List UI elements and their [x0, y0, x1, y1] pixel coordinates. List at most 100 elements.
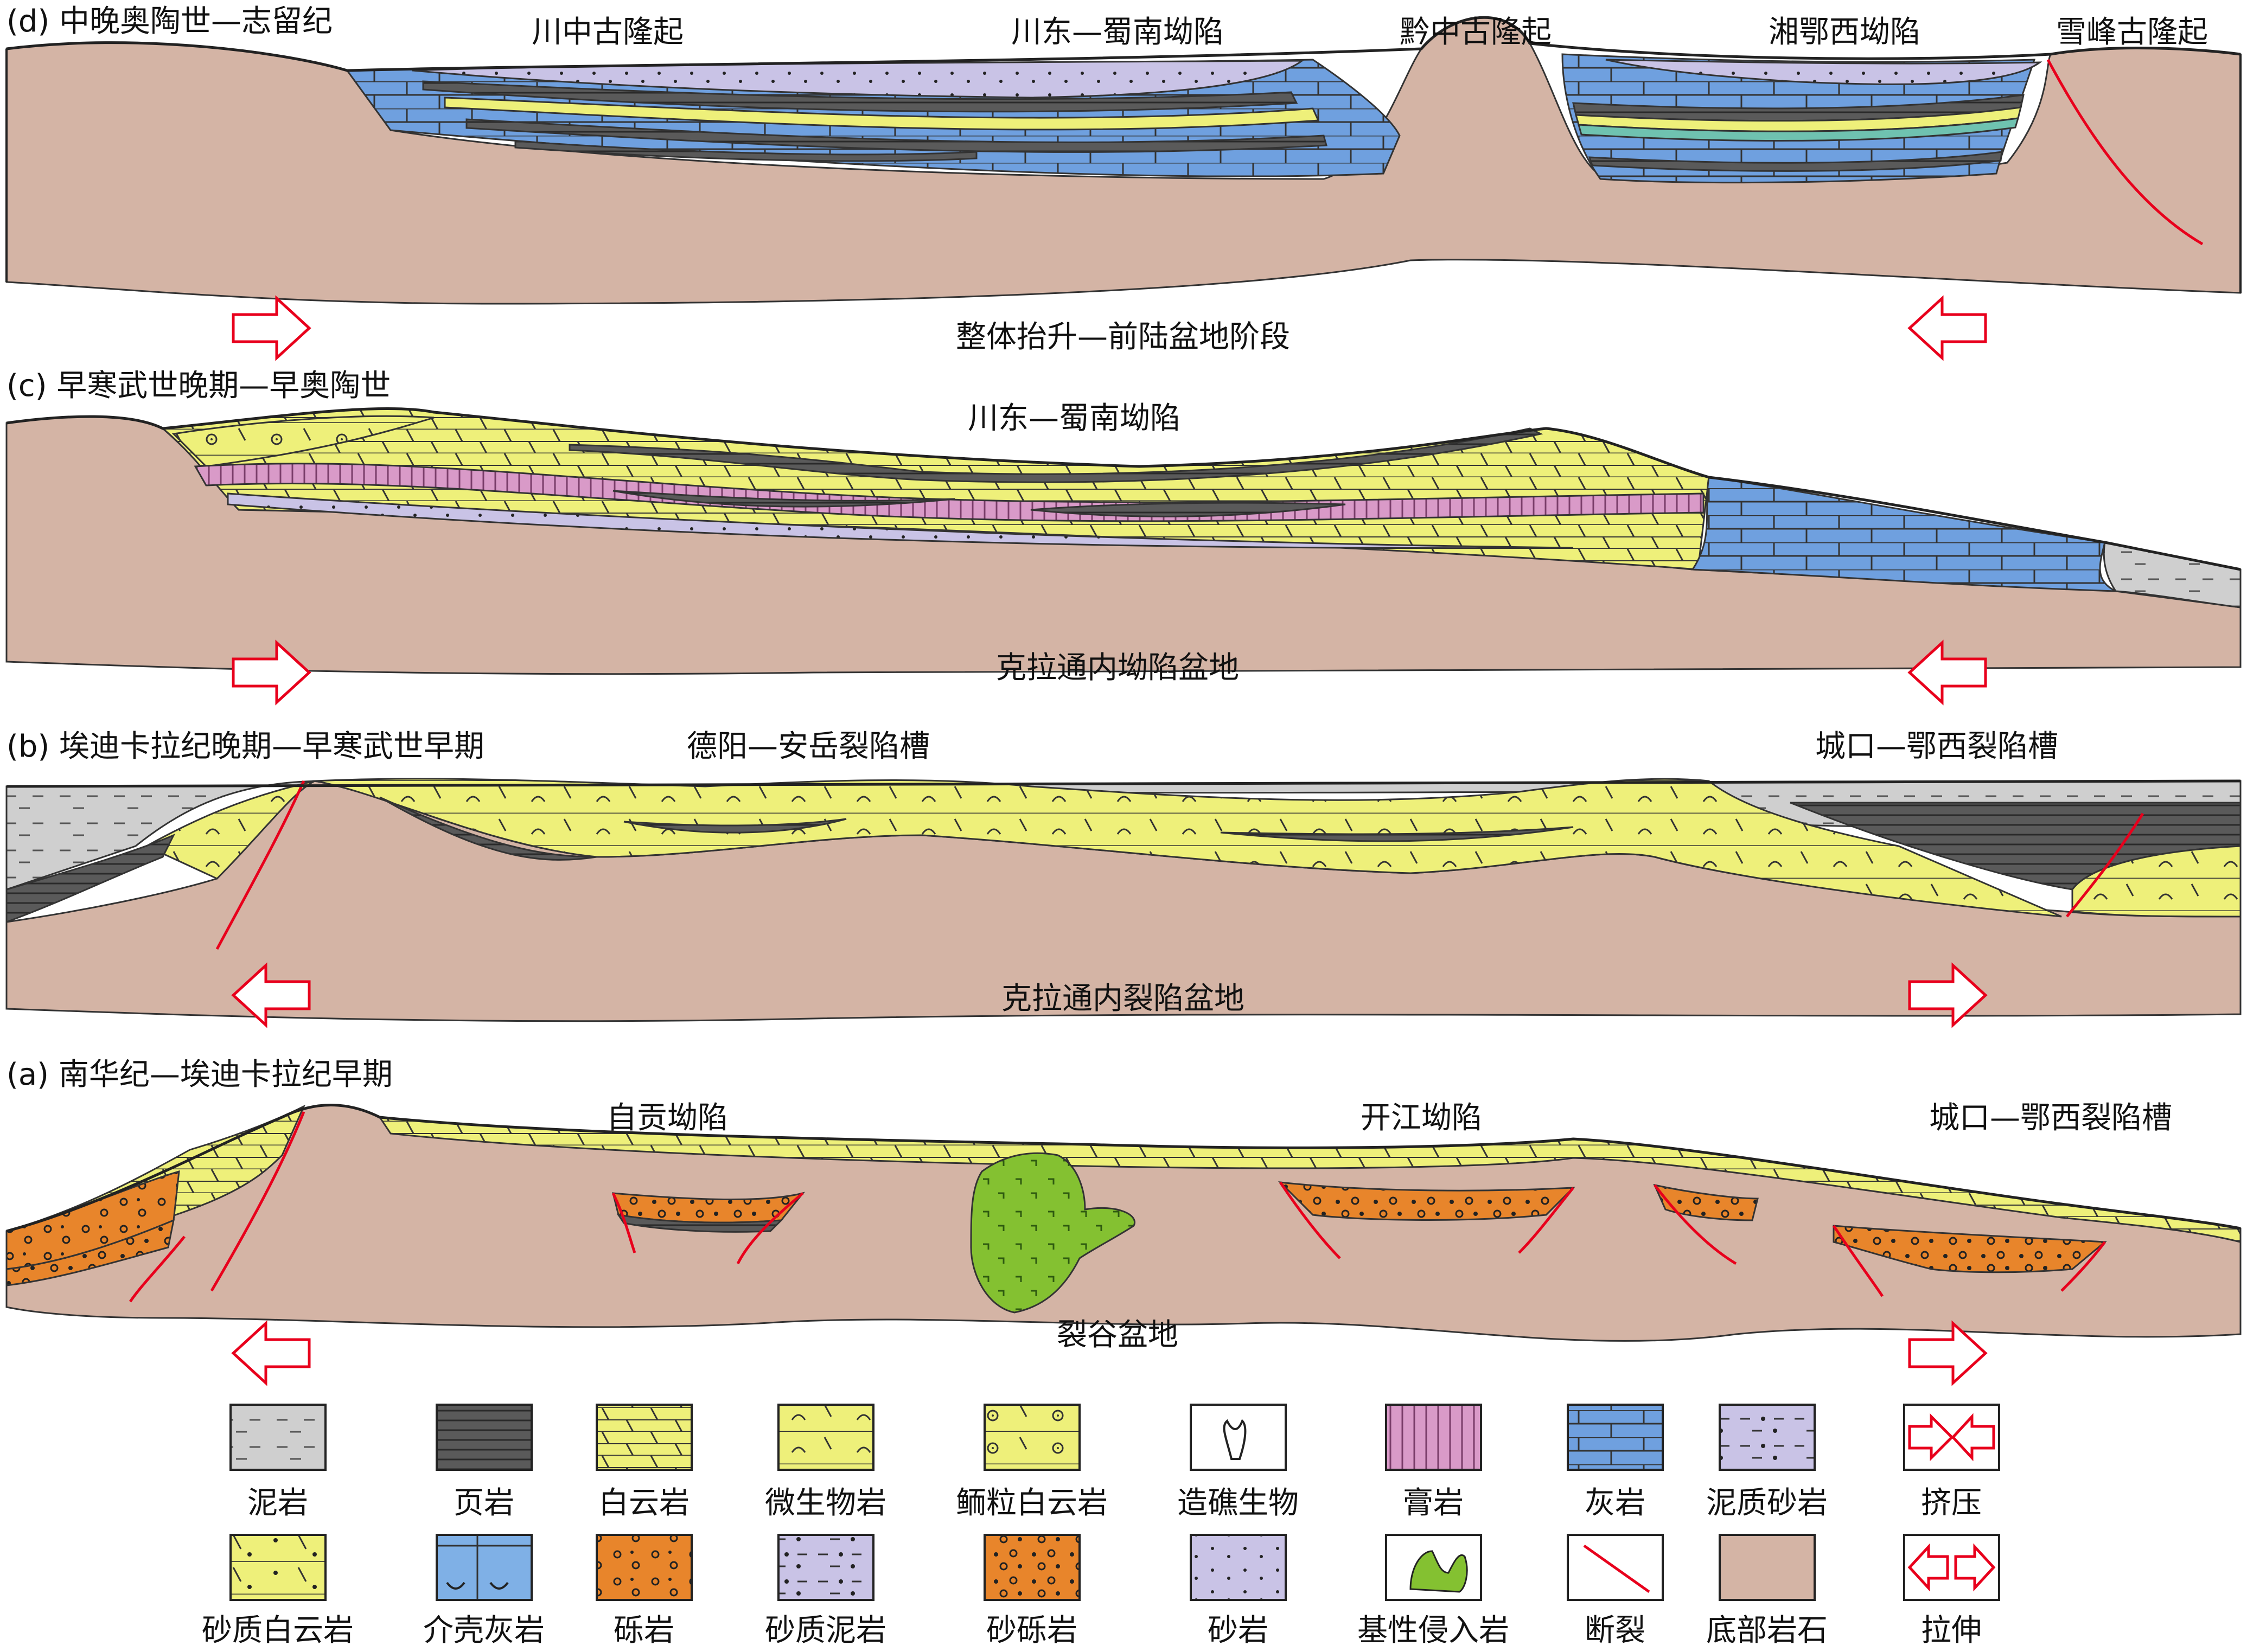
panel-c-top-outline [6, 407, 2241, 571]
legend-label-2-5: 砂岩 [1208, 1613, 1268, 1648]
panel-b-region-2: 城口—鄂西裂陷槽 [1815, 729, 2058, 764]
panel-c-title: (c) 早寒武世晚期—早奥陶世 [7, 368, 391, 404]
panel-a-fault-8 [1832, 1225, 1884, 1297]
panel-d-stage-label: 整体抬升—前陆盆地阶段 [956, 319, 1290, 355]
legend-label-2-6: 基性侵入岩 [1357, 1613, 1509, 1648]
panel-d-teal-band-east [1577, 117, 2020, 142]
panel-b: (b) 埃迪卡拉纪晚期—早寒武世早期 德阳—安岳裂陷槽 城口—鄂西裂陷槽 克拉通… [5, 729, 2242, 1028]
panel-c-shale-lens-1 [612, 490, 955, 508]
panel-b-shale-base-1 [379, 796, 597, 861]
panel-a-stage-label: 裂谷盆地 [1057, 1317, 1178, 1353]
panel-c-region-1: 川东—蜀南坳陷 [968, 401, 1180, 436]
legend-swatch-shale [436, 1404, 533, 1471]
legend-compression-right-arrow-icon [1908, 1413, 1954, 1462]
legend-label-2-0: 砂质白云岩 [202, 1613, 354, 1648]
panel-a-top-outline [6, 1104, 2241, 1233]
legend-swatch-dolomite [596, 1404, 693, 1471]
panel-b-stage-label: 克拉通内裂陷盆地 [1001, 981, 1244, 1016]
panel-a-basic-intrusion [970, 1152, 1135, 1314]
panel-c-right-arrow-icon [1907, 639, 1987, 706]
panel-b-left-arrow-icon [231, 962, 311, 1028]
panel-c-shale-top [569, 427, 1543, 483]
panel-a-right-arrow-icon [1908, 1320, 1988, 1386]
legend-label-1-1: 页岩 [454, 1485, 514, 1521]
legend-label-2-8: 底部岩石 [1706, 1613, 1828, 1648]
panel-d-shale-band-west-2 [465, 118, 1327, 153]
panel-a-glutenite-east-1 [1653, 1183, 1759, 1221]
panel-d-frame [5, 49, 2242, 293]
legend-compression-left-arrow-icon [1951, 1413, 1995, 1462]
panel-d: (d) 中晚奥陶世—志留纪 川中古隆起 川东—蜀南坳陷 黔中古隆起 湘鄂西坳陷 … [5, 4, 2242, 361]
panel-d-fault [2046, 59, 2204, 246]
panel-c-shale-lens-2 [1030, 502, 1346, 517]
panel-a-glutenite-east-2 [1833, 1225, 2107, 1273]
panel-c-limestone-slope [1691, 476, 2116, 592]
legend-swatch-limestone [1567, 1404, 1664, 1471]
panel-b-shale-lens-1 [623, 818, 847, 834]
legend-label-2-9: 拉伸 [1921, 1613, 1982, 1648]
legend-label-2-2: 砾岩 [614, 1613, 674, 1648]
panel-d-top-outline [6, 16, 2241, 72]
legend: 泥岩 页岩 白云岩 微生物岩 鲕粒白云岩 造礁生物 膏岩 灰岩 泥质砂岩 挤压 … [202, 1404, 2000, 1648]
panel-b-region-1: 德阳—安岳裂陷槽 [687, 729, 930, 764]
legend-basic-intrusion-icon [1409, 1550, 1468, 1593]
panel-b-top-outline [6, 779, 2241, 788]
legend-swatch-gypsum [1385, 1404, 1482, 1471]
panel-a: (a) 南华纪—埃迪卡拉纪早期 自贡坳陷 开江坳陷 城口—鄂西裂陷槽 裂谷盆地 [5, 1057, 2242, 1386]
panel-d-right-arrow-icon [1907, 295, 1987, 361]
panel-a-fault-6 [1518, 1187, 1574, 1254]
legend-label-2-7: 断裂 [1585, 1613, 1645, 1648]
legend-swatch-conglomerate [596, 1534, 693, 1601]
legend-extension-left-arrow-icon [1907, 1543, 1949, 1592]
panel-d-region-3: 黔中古隆起 [1400, 15, 1552, 50]
legend-label-1-2: 白云岩 [598, 1485, 690, 1521]
panel-d-region-2: 川东—蜀南坳陷 [1011, 15, 1224, 50]
panel-a-region-1: 自贡坳陷 [607, 1100, 728, 1136]
panel-b-title: (b) 埃迪卡拉纪晚期—早寒武世早期 [7, 729, 484, 764]
panel-c-sandstone-lens [227, 492, 1574, 549]
panel-d-region-4: 湘鄂西坳陷 [1769, 15, 1920, 50]
panel-a-fault-1 [210, 1111, 305, 1292]
legend-swatch-microbialite [777, 1404, 874, 1471]
panel-b-dolomite-east [2071, 845, 2242, 918]
panel-d-dolomite-band-west [444, 97, 1320, 131]
panel-c-oolitic-zone [171, 415, 435, 468]
legend-label-2-4: 砂砾岩 [986, 1613, 1077, 1648]
panel-d-title: (d) 中晚奥陶世—志留纪 [7, 4, 333, 39]
legend-extension-right-arrow-icon [1954, 1543, 1996, 1592]
panel-c: (c) 早寒武世晚期—早奥陶世 川东—蜀南坳陷 克拉通内坳陷盆地 [5, 368, 2242, 706]
panel-a-shale-zigong [616, 1213, 783, 1233]
legend-swatch-sandy-dolomite [229, 1534, 327, 1601]
panel-a-region-2: 开江坳陷 [1361, 1100, 1482, 1136]
panel-a-fault-5 [1279, 1181, 1341, 1259]
legend-label-1-7: 灰岩 [1585, 1485, 1645, 1521]
panel-c-left-arrow-icon [232, 639, 311, 706]
legend-label-1-3: 微生物岩 [765, 1485, 886, 1521]
panel-b-shale-basin-west [5, 834, 176, 924]
panel-a-fault-2 [129, 1235, 186, 1303]
legend-label-1-5: 造礁生物 [1177, 1485, 1299, 1521]
legend-swatch-sandy-mudstone [777, 1534, 874, 1601]
panel-b-shale-lens-2 [1220, 826, 1574, 842]
legend-label-1-8: 泥质砂岩 [1706, 1485, 1828, 1521]
panel-d-region-5: 雪峰古隆起 [2056, 15, 2208, 50]
legend-swatch-basement [1719, 1534, 1816, 1601]
legend-swatch-mudstone [229, 1404, 327, 1471]
panel-d-sandstone-top-east [1605, 59, 2042, 85]
legend-label-1-0: 泥岩 [247, 1485, 308, 1521]
panel-d-shale-band-west-3 [514, 140, 978, 162]
panel-d-shale-band-west-1 [422, 80, 1298, 113]
panel-a-fault-9 [2060, 1241, 2106, 1292]
legend-swatch-glutenite [984, 1534, 1081, 1601]
panel-d-shale-band-east-2 [1588, 151, 2003, 172]
legend-label-1-4: 鲕粒白云岩 [956, 1485, 1108, 1521]
panel-a-fault-7 [1654, 1184, 1737, 1265]
legend-label-2-3: 砂质泥岩 [765, 1613, 886, 1648]
legend-reef-organism-icon [1223, 1419, 1247, 1460]
panel-c-stage-label: 克拉通内坳陷盆地 [996, 650, 1239, 686]
panel-b-fault-west [215, 780, 305, 950]
panel-a-title: (a) 南华纪—埃迪卡拉纪早期 [7, 1057, 393, 1092]
panel-d-region-1: 川中古隆起 [532, 15, 684, 50]
